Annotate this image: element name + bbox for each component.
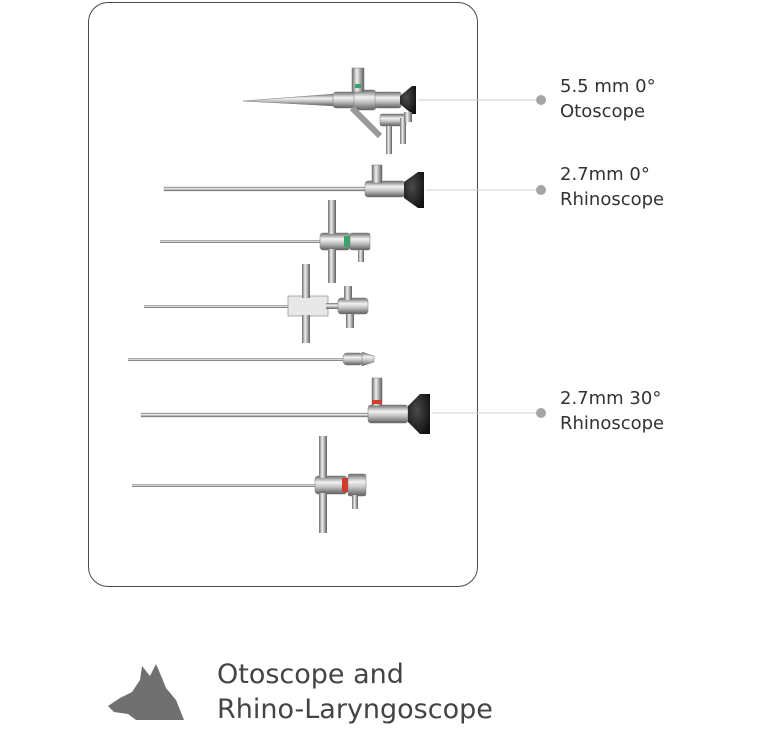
callout-rhinoscope-30: 2.7mm 30° Rhinoscope [560, 386, 664, 436]
footer-title: Otoscope and Rhino-Laryngoscope [217, 657, 493, 727]
callout-leader-rhinoscope-30 [432, 408, 546, 418]
callout-otoscope-size: 5.5 mm 0° [560, 76, 656, 97]
callout-rhinoscope-0: 2.7mm 0° Rhinoscope [560, 162, 664, 212]
callout-otoscope: 5.5 mm 0° Otoscope [560, 74, 656, 124]
obturator [128, 351, 375, 367]
footer-title-line2: Rhino-Laryngoscope [217, 694, 493, 725]
callout-leader-rhinoscope-0 [426, 185, 546, 195]
wolf-head-icon [108, 664, 184, 720]
sheath-with-stopcocks-b [144, 264, 369, 343]
callout-rhinoscope-0-name: Rhinoscope [560, 189, 665, 210]
rhinoscope-2-7mm-0deg [163, 164, 424, 208]
sheath-with-stopcocks-c [132, 436, 367, 533]
callout-otoscope-name: Otoscope [560, 101, 646, 122]
callout-rhinoscope-30-size: 2.7mm 30° [560, 388, 662, 409]
callout-leader-otoscope [418, 95, 546, 105]
otoscope-5-5mm [242, 67, 416, 154]
footer-title-line1: Otoscope and [217, 659, 404, 690]
callout-rhinoscope-0-size: 2.7mm 0° [560, 164, 650, 185]
rhinoscope-2-7mm-30deg [140, 377, 430, 434]
sheath-with-stopcocks-a [160, 200, 371, 283]
callout-rhinoscope-30-name: Rhinoscope [560, 413, 665, 434]
